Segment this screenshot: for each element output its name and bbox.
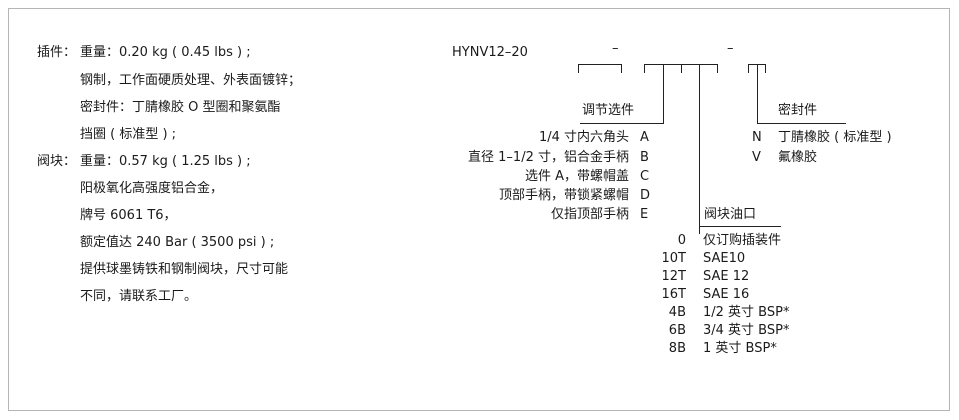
model-dash-1: –	[612, 41, 619, 56]
option-code: D	[640, 188, 651, 203]
option-code: C	[640, 169, 650, 184]
port-desc: 仅订购插装件	[703, 233, 782, 248]
option-desc: 顶部手柄，带锁紧螺帽	[498, 188, 629, 203]
ports-title: 阀块油口	[704, 207, 757, 222]
ports-underline	[699, 226, 781, 227]
seal-desc: 丁腈橡胶 ( 标准型 )	[778, 130, 892, 145]
port-code: 8B	[668, 341, 686, 356]
option-desc: 选件 A，带螺帽盖	[524, 169, 629, 184]
block-label: 阀块：	[37, 154, 77, 169]
bracket-2-right	[717, 64, 718, 73]
seals-title: 密封件	[778, 103, 818, 118]
ports-leader	[699, 64, 700, 234]
block-grade: 牌号 6061 T6，	[80, 208, 177, 223]
block-contact: 不同，请联系工厂。	[80, 289, 198, 304]
options-underline	[580, 123, 664, 124]
seals-underline	[757, 123, 846, 124]
port-code: 4B	[668, 305, 686, 320]
option-code: E	[640, 207, 649, 222]
options-leader-drop	[663, 86, 664, 124]
bracket-1-left	[578, 64, 579, 73]
bracket-2-mid	[681, 64, 682, 73]
insert-weight: 重量：0.20 kg ( 0.45 lbs ) ;	[80, 45, 251, 60]
port-desc: 1/2 英寸 BSP*	[703, 305, 790, 320]
block-weight: 重量：0.57 kg ( 1.25 lbs ) ;	[80, 154, 251, 169]
model-dash-2: –	[727, 41, 734, 56]
options-title: 调节选件	[582, 103, 635, 118]
block-rating: 额定值达 240 Bar ( 3500 psi ) ;	[80, 235, 275, 250]
seal-desc: 氟橡胶	[778, 150, 818, 165]
seal-code: N	[752, 130, 762, 145]
port-code: 12T	[661, 269, 686, 284]
port-code: 6B	[668, 323, 686, 338]
bracket-3-left	[748, 64, 749, 73]
port-desc: SAE10	[703, 251, 746, 266]
seal-code: V	[752, 150, 761, 165]
seals-leader	[757, 64, 758, 124]
insert-label: 插件：	[37, 45, 77, 60]
content-frame	[8, 8, 950, 411]
port-code: 0	[677, 233, 686, 248]
bracket-1-bar	[578, 64, 622, 65]
bracket-2-left	[644, 64, 645, 73]
bracket-1-right	[621, 64, 622, 73]
block-material: 阳极氧化高强度铝合金，	[80, 181, 224, 196]
options-leader	[663, 64, 664, 86]
port-code: 16T	[661, 287, 686, 302]
port-code: 10T	[661, 251, 686, 266]
insert-seals: 密封件：丁腈橡胶 O 型圈和聚氨酯	[80, 100, 281, 115]
option-desc: 仅指顶部手柄	[550, 207, 629, 222]
block-availability: 提供球墨铸铁和钢制阀块，尺寸可能	[80, 262, 289, 277]
port-desc: 3/4 英寸 BSP*	[703, 323, 790, 338]
option-desc: 直径 1–1/2 寸，铝合金手柄	[468, 150, 629, 165]
option-code: A	[640, 130, 649, 145]
port-desc: SAE 12	[703, 269, 750, 284]
option-code: B	[640, 150, 649, 165]
insert-material: 钢制，工作面硬质处理、外表面镀锌；	[80, 73, 302, 88]
port-desc: 1 英寸 BSP*	[703, 341, 777, 356]
model-code: HYNV12–20	[452, 45, 528, 60]
option-desc: 1/4 寸内六角头	[538, 130, 629, 145]
insert-retainer: 挡圈 ( 标准型 ) ;	[80, 127, 177, 142]
port-desc: SAE 16	[703, 287, 750, 302]
bracket-3-right	[765, 64, 766, 73]
